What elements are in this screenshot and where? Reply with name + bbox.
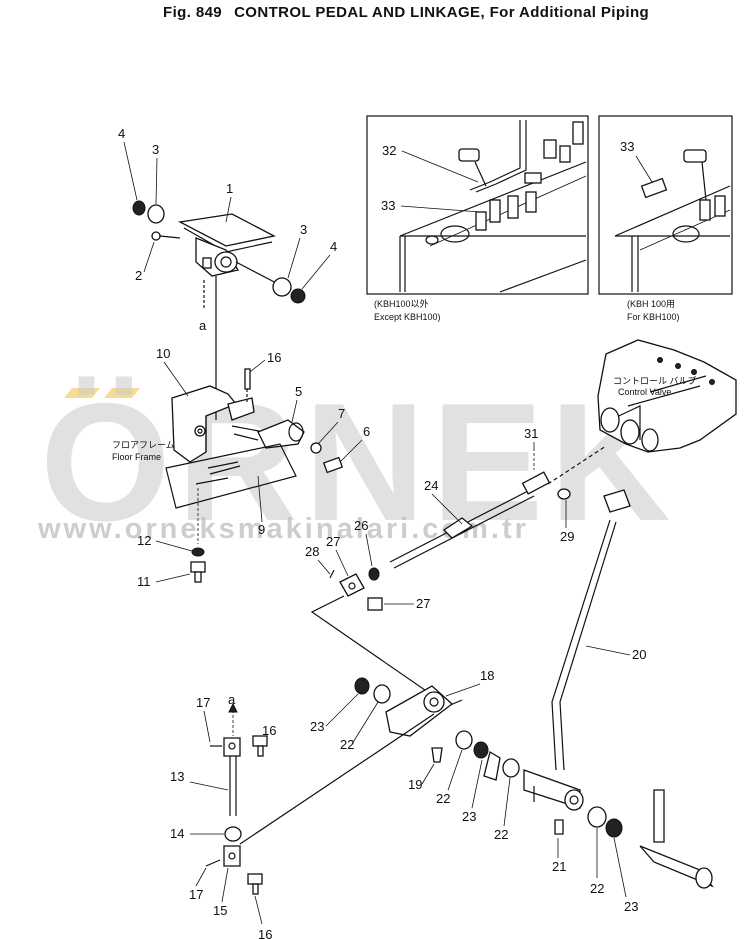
part-label-1: 1 [226,181,233,196]
part-label-32: 33 [381,198,395,213]
part-label-10: 16 [267,350,281,365]
inset-except-kbh100: 32 33 [366,115,589,295]
floor-frame-label-en: Floor Frame [112,452,161,462]
marker-a-top: a [199,318,207,333]
inset-for-kbh100: 33 [598,115,733,295]
part-label-7: 7 [338,406,345,421]
part-label-4-right: 4 [330,239,337,254]
part-label-22-b: 22 [494,827,508,842]
part-label-3-left: 3 [152,142,159,157]
part-label-2: 2 [135,268,142,283]
part-label-17-top: 17 [196,695,210,710]
clevis-rod-assembly: a 17 16 13 14 17 15 16 [170,692,276,939]
part-label-18: 18 [480,668,494,683]
part-label-20: 20 [632,647,646,662]
part-label-3-right: 3 [300,222,307,237]
part-label-26: 27 [326,534,340,549]
control-valve-label-en: Control Valve [618,387,671,397]
part-label-5: 5 [295,384,302,399]
part-label-22-a: 22 [436,791,450,806]
part-label-12: 12 [137,533,151,548]
part-label-16-bottom: 16 [258,927,272,939]
control-valve: コントロール バルブ Control Valve [597,339,737,453]
inset-right-caption-jp: (KBH 100用 [627,299,675,309]
rod-linkage: 24 31 29 26 27 28 27 [305,426,607,707]
part-label-21: 21 [552,859,566,874]
figure-caption: CONTROL PEDAL AND LINKAGE, For Additiona… [234,4,650,21]
part-label-19: 19 [408,777,422,792]
control-valve-label-jp: コントロール バルブ [613,375,697,386]
part-label-22-lever: 22 [590,881,604,896]
part-label-23-lever: 23 [624,899,638,914]
part-label-33: 33 [620,139,634,154]
part-label-9: 9 [258,522,265,537]
part-label-13: 13 [170,769,184,784]
part-label-22-shaft: 22 [340,737,354,752]
watermark: ÖRNEK www.orneksmakinalari.com.tr [37,368,677,556]
lever-assembly: 20 21 22 23 [523,489,714,914]
shaft-assembly: 18 23 22 19 22 23 22 [239,668,520,845]
part-label-8: 10 [156,346,170,361]
part-label-27: 27 [416,596,430,611]
part-label-11: 11 [137,574,151,589]
watermark-brand: ÖRNEK [40,368,677,556]
part-label-23-b: 23 [462,809,476,824]
floor-frame-label-jp: フロアフレーム [112,440,175,450]
inset-right-caption-en: For KBH100) [627,312,680,322]
part-label-23-shaft: 23 [310,719,324,734]
part-label-4-left: 4 [118,126,125,141]
part-label-28: 28 [305,544,319,559]
pedal-assembly: 1 2 3 4 3 4 a [118,126,337,420]
part-label-30: 31 [524,426,538,441]
figure-number: Fig. 849 [163,4,223,21]
part-label-25: 26 [354,518,368,533]
part-label-24: 24 [424,478,438,493]
part-label-29: 29 [560,529,574,544]
marker-a-bottom: a [228,692,236,707]
inset-left-caption-jp: (KBH100以外 [374,298,429,309]
part-label-31: 32 [382,143,396,158]
part-label-14: 14 [170,826,184,841]
bracket-assembly: 10 16 5 7 6 9 12 11 フロアフレーム Floor Frame [112,346,370,589]
figure-title: Fig. 849 CONTROL PEDAL AND LINKAGE, For A… [163,4,661,21]
part-label-6: 6 [363,424,370,439]
inset-left-caption-en: Except KBH100) [374,312,441,322]
part-label-17-bottom: 17 [189,887,203,902]
part-label-15: 15 [213,903,227,918]
part-label-16-top: 16 [262,723,276,738]
